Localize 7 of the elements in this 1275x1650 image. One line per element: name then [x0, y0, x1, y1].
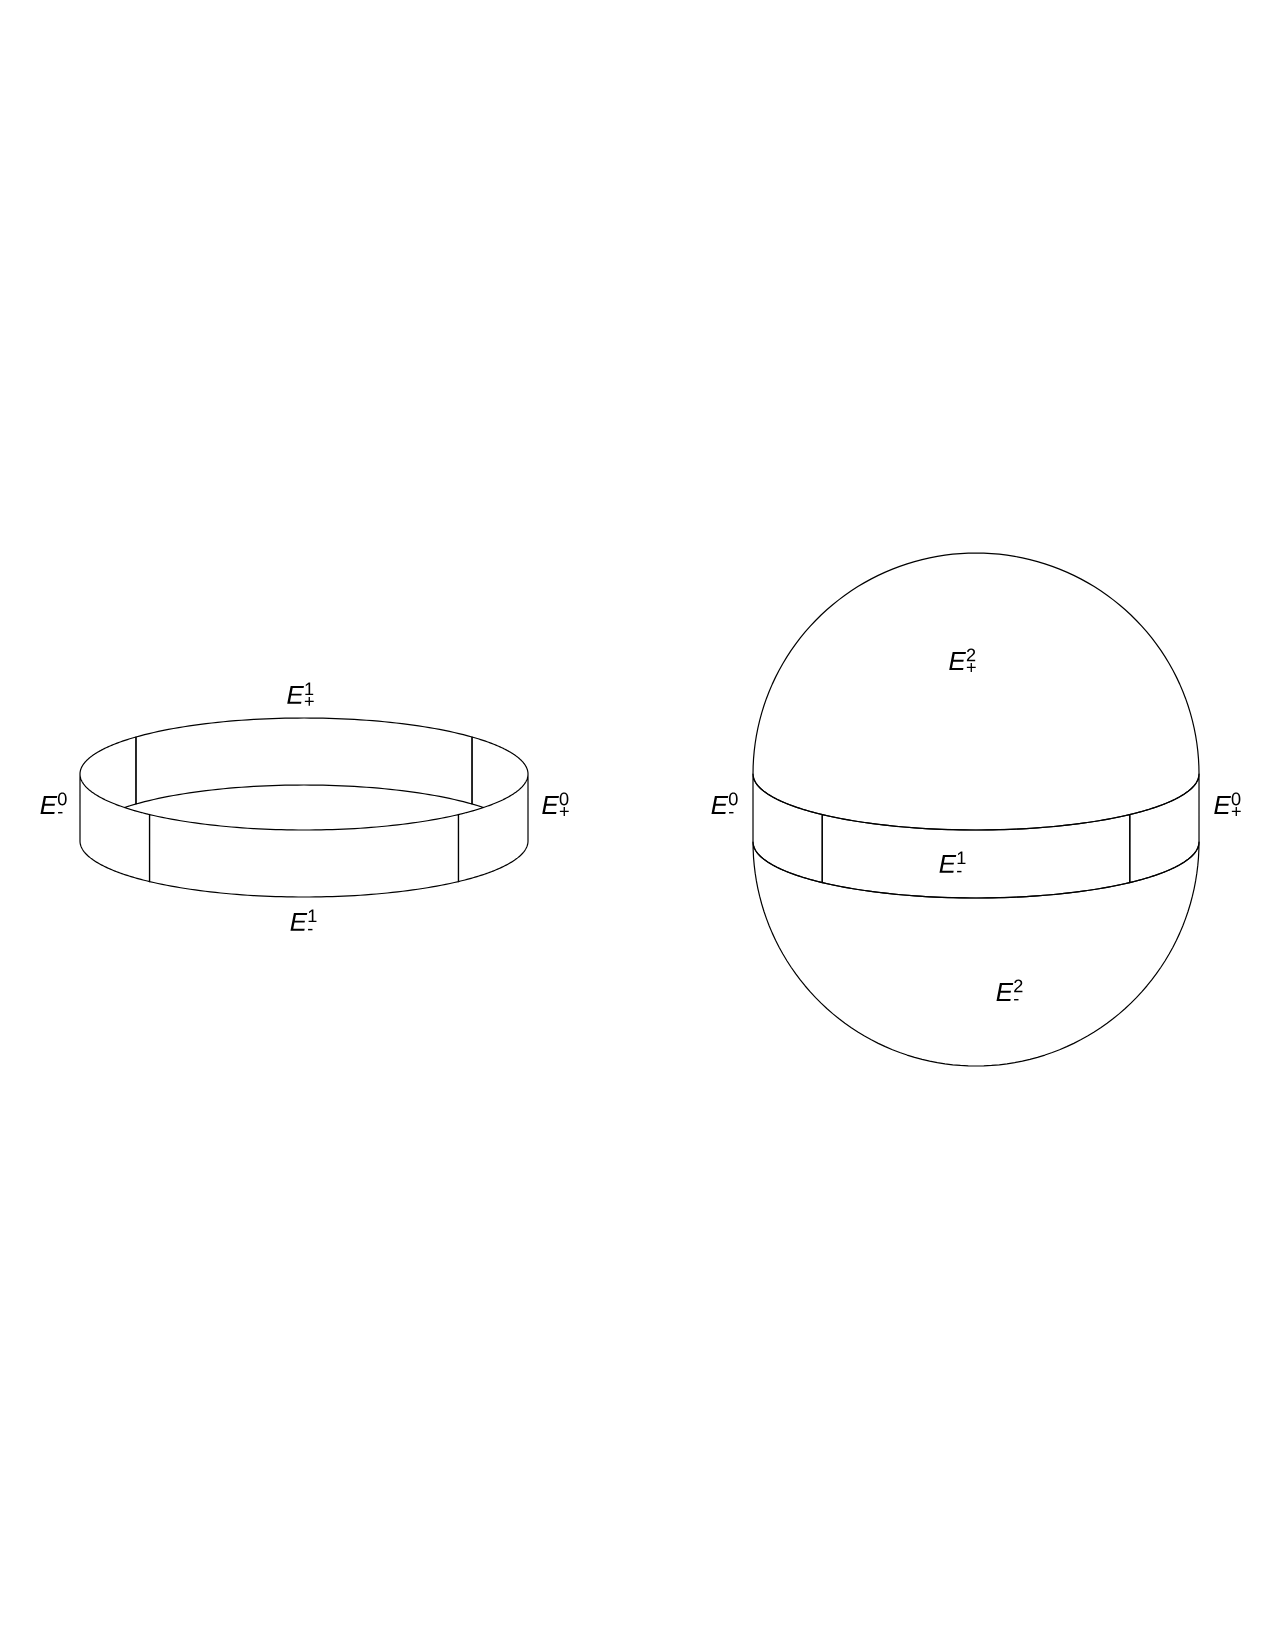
- upper-hemisphere: E$^{2}$+: [752, 552, 1200, 831]
- node-label: E$^{0}$+: [1214, 792, 1241, 816]
- node-label: E$^{1}$-: [290, 909, 317, 931]
- node-label: E$^{1}$+: [287, 682, 314, 706]
- node-label: E$^{0}$-: [711, 792, 738, 814]
- band-segment: E$^{1}$-: [148, 813, 460, 931]
- band-segment: E$^{1}$-: [821, 813, 1131, 899]
